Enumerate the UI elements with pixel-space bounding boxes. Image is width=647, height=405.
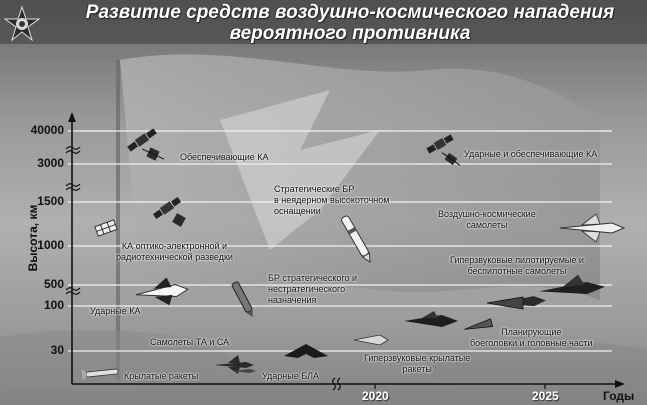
y-tick-40000: 40000 xyxy=(30,123,64,137)
label-strike-support-sat: Ударные и обеспечивающие КА xyxy=(464,149,598,159)
title-line-2: вероятного противника xyxy=(229,23,471,44)
label-icbm-line-1: Стратегические БР xyxy=(274,184,355,194)
emblem-icon xyxy=(4,6,40,42)
label-hyper-piloted-line-1: Гиперзвуковые пилотируемые и xyxy=(450,255,584,265)
title-line-1: Развитие средств воздушно-космического н… xyxy=(85,2,615,23)
label-br-line-1: БР стратегического и xyxy=(268,273,358,283)
label-hyper-piloted-line-2: беспилотные самолеты xyxy=(467,266,567,276)
y-tick-3000: 3000 xyxy=(37,156,64,170)
label-aerospace-line-2: самолеты xyxy=(466,220,508,230)
x-tick-label-2025: 2025 xyxy=(532,389,559,403)
label-ballistic-missiles: БР стратегического и нестратегического н… xyxy=(268,273,357,306)
title-banner xyxy=(0,0,647,44)
label-icbm-line-2: в неядерном высокоточном xyxy=(274,195,390,205)
y-tick-500: 500 xyxy=(43,277,64,291)
label-cruise-missiles: Крылатые ракеты xyxy=(124,371,199,381)
label-icbm: Стратегические БР в неядерном высокоточн… xyxy=(274,184,389,217)
y-tick-30: 30 xyxy=(50,343,64,357)
label-br-line-2: нестратегического xyxy=(268,284,346,294)
label-recon-sat: КА оптико-электронной и радиотехнической… xyxy=(116,241,233,263)
label-aerospace-line-1: Воздушно-космические xyxy=(438,209,536,219)
label-icbm-line-3: оснащении xyxy=(274,206,321,216)
label-hyper-cruise-line-1: Гиперзвуковые крылатые xyxy=(364,353,471,363)
label-aircraft: Самолеты ТА и СА xyxy=(150,337,230,347)
label-strike-ka: Ударные КА xyxy=(90,306,141,316)
y-tick-1500: 1500 xyxy=(37,194,64,208)
label-hyper-cruise-line-2: ракеты xyxy=(402,364,432,374)
label-gliders: Планирующие боеголовки и головные части xyxy=(470,327,593,349)
page-title: Развитие средств воздушно-космического н… xyxy=(70,2,630,44)
label-hypersonic-cruise: Гиперзвуковые крылатые ракеты xyxy=(364,353,470,375)
label-recon-line-1: КА оптико-электронной и xyxy=(121,241,228,251)
label-br-line-3: назначения xyxy=(268,295,317,305)
label-hypersonic-planes: Гиперзвуковые пилотируемые и беспилотные… xyxy=(450,255,584,277)
label-gliders-line-2: боеголовки и головные части xyxy=(470,338,593,348)
label-recon-line-2: радиотехнической разведки xyxy=(116,252,233,262)
label-aerospace: Воздушно-космические самолеты xyxy=(438,209,536,231)
y-tick-1000: 1000 xyxy=(37,238,64,252)
label-uav: Ударные БЛА xyxy=(262,371,320,381)
x-axis-label: Годы xyxy=(603,389,635,403)
label-support-sat: Обеспечивающие КА xyxy=(180,152,269,162)
y-tick-100: 100 xyxy=(43,298,64,312)
label-gliders-line-1: Планирующие xyxy=(501,327,562,337)
x-tick-label-2020: 2020 xyxy=(362,389,389,403)
